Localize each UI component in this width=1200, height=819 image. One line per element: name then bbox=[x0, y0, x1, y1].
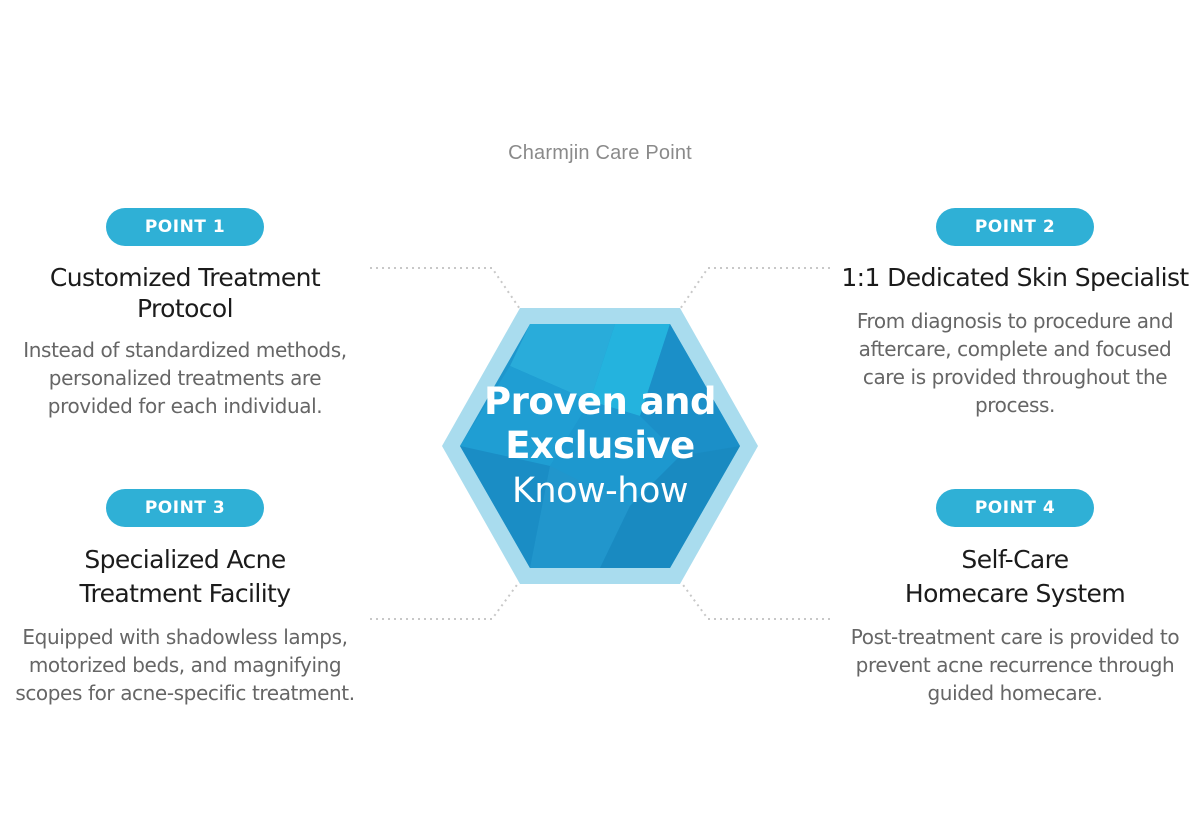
hexagon-facet bbox=[590, 324, 670, 416]
center-text: Proven and Exclusive Know-how bbox=[440, 380, 760, 514]
diagram-heading: Charmjin Care Point bbox=[508, 142, 692, 164]
hexagon-facet bbox=[640, 324, 740, 456]
desc-line: prevent acne recurrence through bbox=[855, 653, 1175, 677]
title-line: Treatment Facility bbox=[79, 579, 292, 608]
center-line-1: Proven and bbox=[483, 380, 717, 423]
desc-line: scopes for acne-specific treatment. bbox=[15, 681, 355, 705]
title-line: Customized Treatment bbox=[49, 263, 321, 292]
desc-line: motorized beds, and magnifying bbox=[28, 653, 342, 677]
connector-point3 bbox=[370, 577, 523, 620]
point-title: Specialized Acne Treatment Facility bbox=[5, 543, 365, 611]
hexagon-facet bbox=[530, 466, 630, 568]
point-title: Self-Care Homecare System bbox=[830, 543, 1200, 611]
hexagon-facet bbox=[550, 401, 680, 506]
title-line: Self-Care bbox=[961, 545, 1069, 574]
center-line-3: Know-how bbox=[511, 471, 689, 511]
desc-line: process. bbox=[974, 393, 1055, 417]
point-1: POINT 1 Customized Treatment Protocol In… bbox=[10, 208, 360, 420]
connector-point1 bbox=[370, 267, 523, 313]
desc-line: From diagnosis to procedure and bbox=[856, 309, 1174, 333]
desc-line: Equipped with shadowless lamps, bbox=[22, 625, 348, 649]
center-line-2: Exclusive bbox=[505, 424, 695, 467]
hexagon-facet bbox=[510, 324, 615, 401]
point-title: 1:1 Dedicated Skin Specialist bbox=[830, 262, 1200, 293]
point-description: Equipped with shadowless lamps, motorize… bbox=[5, 623, 365, 707]
title-line: Homecare System bbox=[904, 579, 1126, 608]
hexagon-facet bbox=[600, 446, 740, 568]
point-description: From diagnosis to procedure and aftercar… bbox=[830, 307, 1200, 419]
desc-line: Post-treatment care is provided to bbox=[850, 625, 1180, 649]
title-line: Specialized Acne bbox=[84, 545, 286, 574]
point-badge: POINT 1 bbox=[106, 208, 264, 246]
point-badge: POINT 2 bbox=[936, 208, 1094, 246]
desc-line: aftercare, complete and focused bbox=[858, 337, 1172, 361]
center-hexagon bbox=[442, 308, 758, 584]
hexagon-facet bbox=[460, 446, 550, 568]
title-line: 1:1 Dedicated Skin Specialist bbox=[841, 263, 1189, 292]
title-line: Protocol bbox=[137, 294, 234, 323]
desc-line: care is provided throughout the bbox=[862, 365, 1168, 389]
desc-line: personalized treatments are bbox=[48, 366, 322, 390]
connector-point4 bbox=[677, 577, 830, 620]
point-2: POINT 2 1:1 Dedicated Skin Specialist Fr… bbox=[830, 208, 1200, 419]
connector-point2 bbox=[677, 267, 830, 313]
point-badge: POINT 4 bbox=[936, 489, 1094, 527]
point-4: POINT 4 Self-Care Homecare System Post-t… bbox=[830, 489, 1200, 707]
point-badge: POINT 3 bbox=[106, 489, 264, 527]
desc-line: Instead of standardized methods, bbox=[23, 338, 347, 362]
point-description: Post-treatment care is provided to preve… bbox=[830, 623, 1200, 707]
point-description: Instead of standardized methods, persona… bbox=[10, 336, 360, 420]
desc-line: provided for each individual. bbox=[47, 394, 323, 418]
hexagon-facet bbox=[460, 366, 590, 466]
point-title: Customized Treatment Protocol bbox=[10, 262, 360, 324]
point-3: POINT 3 Specialized Acne Treatment Facil… bbox=[5, 489, 365, 707]
desc-line: guided homecare. bbox=[927, 681, 1103, 705]
